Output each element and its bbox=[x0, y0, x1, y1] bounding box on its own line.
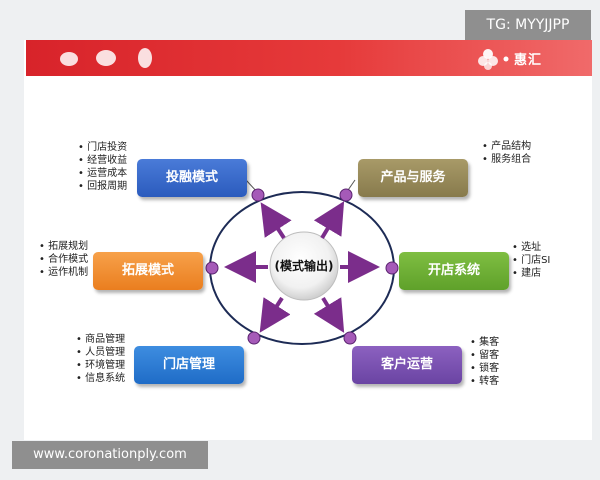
ring-node bbox=[385, 261, 399, 275]
banner-decoration bbox=[138, 48, 152, 68]
bullet-item: 留客 bbox=[470, 349, 499, 362]
customer-bullets: 集客 留客 锁客 转客 bbox=[470, 336, 499, 388]
url-watermark: www.coronationply.com bbox=[12, 441, 208, 469]
module-financing-box: 投融模式 bbox=[137, 159, 247, 197]
center-label: (模式输出) bbox=[274, 259, 334, 273]
bullet-item: 合作模式 bbox=[39, 253, 88, 266]
bullet-item: 转客 bbox=[470, 375, 499, 388]
arrow-up-left bbox=[260, 202, 292, 240]
bullet-item: 经营收益 bbox=[78, 154, 127, 167]
banner-decoration bbox=[96, 50, 116, 66]
bullet-item: 环境管理 bbox=[76, 359, 125, 372]
module-opening-box: 开店系统 bbox=[399, 252, 509, 290]
bullet-item: 建店 bbox=[512, 267, 550, 280]
arrow-up-right bbox=[313, 201, 345, 240]
bullet-item: 锁客 bbox=[470, 362, 499, 375]
bullet-item: 运作机制 bbox=[39, 266, 88, 279]
bullet-item: 人员管理 bbox=[76, 346, 125, 359]
ring-node bbox=[339, 188, 353, 202]
module-expansion-box: 拓展模式 bbox=[93, 252, 203, 290]
bullet-item: 信息系统 bbox=[76, 372, 125, 385]
banner-decoration bbox=[60, 52, 78, 66]
arrow-down-left bbox=[259, 296, 291, 333]
bullet-item: 集客 bbox=[470, 336, 499, 349]
store-mgmt-bullets: 商品管理 人员管理 环境管理 信息系统 bbox=[76, 333, 125, 385]
financing-bullets: 门店投资 经营收益 运营成本 回报周期 bbox=[78, 141, 127, 193]
ring-node bbox=[205, 261, 219, 275]
center-circle bbox=[269, 231, 339, 301]
bullet-item: 选址 bbox=[512, 241, 550, 254]
brand-name: 惠汇 bbox=[514, 53, 543, 68]
module-product-box: 产品与服务 bbox=[358, 159, 468, 197]
brand-logo-icon bbox=[478, 49, 509, 70]
ring-node bbox=[251, 188, 265, 202]
bullet-item: 回报周期 bbox=[78, 180, 127, 193]
bullet-item: 拓展规划 bbox=[39, 240, 88, 253]
module-customer-box: 客户运营 bbox=[352, 346, 462, 384]
product-bullets: 产品结构 服务组合 bbox=[482, 140, 531, 166]
bullet-item: 门店SI bbox=[512, 254, 550, 267]
module-store-mgmt-box: 门店管理 bbox=[134, 346, 244, 384]
expansion-bullets: 拓展规划 合作模式 运作机制 bbox=[39, 240, 88, 279]
bullet-item: 产品结构 bbox=[482, 140, 531, 153]
bullet-item: 商品管理 bbox=[76, 333, 125, 346]
arrow-down-right bbox=[313, 296, 345, 333]
ring-node bbox=[247, 331, 261, 345]
bullet-item: 服务组合 bbox=[482, 153, 531, 166]
tg-watermark: TG: MYYJJPP bbox=[465, 10, 591, 40]
bullet-item: 门店投资 bbox=[78, 141, 127, 154]
opening-bullets: 选址 门店SI 建店 bbox=[512, 241, 550, 280]
ring-node bbox=[343, 331, 357, 345]
bullet-item: 运营成本 bbox=[78, 167, 127, 180]
header-banner bbox=[26, 40, 592, 76]
